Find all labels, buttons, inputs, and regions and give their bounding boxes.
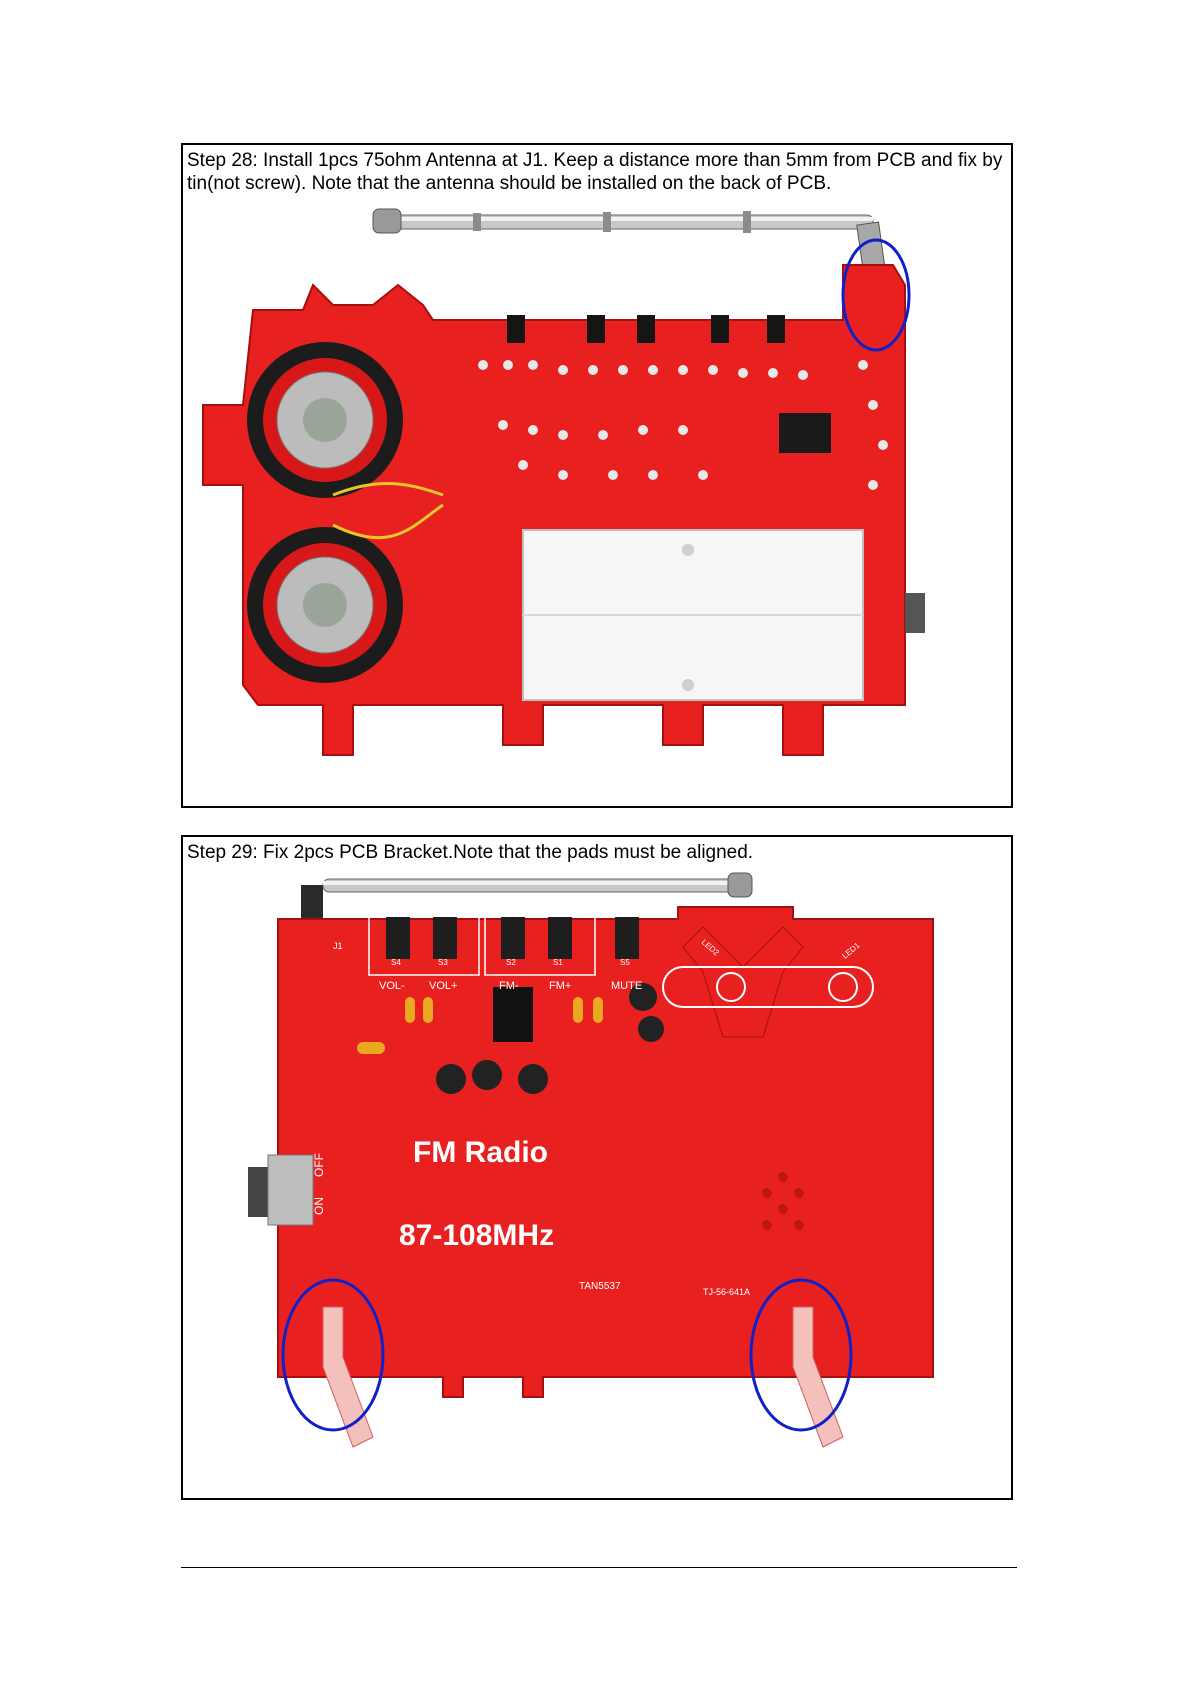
step-28-photo — [202, 208, 925, 756]
speaker-bottom — [247, 527, 403, 683]
solder-joints — [478, 360, 888, 490]
label-code1: TAN5537 — [579, 1281, 621, 1292]
bracket-right-highlight — [749, 1278, 853, 1432]
push-buttons-row — [507, 315, 785, 343]
label-s5: S5 — [620, 958, 630, 967]
board-title: FM Radio — [413, 1136, 548, 1169]
label-s1: S1 — [553, 958, 563, 967]
step-29-instruction: Step 29: Fix 2pcs PCB Bracket.Note that … — [187, 842, 754, 863]
step-28-instruction: Step 28: Install 1pcs 75ohm Antenna at J… — [187, 150, 1003, 194]
step-29-photo: FM Radio 87-108MHz VOL- VOL+ FM- FM+ MUT… — [248, 872, 934, 1448]
board-band: 87-108MHz — [399, 1219, 554, 1252]
label-vol-plus: VOL+ — [429, 980, 457, 992]
label-j1: J1 — [333, 941, 343, 951]
label-s3: S3 — [438, 958, 448, 967]
pcb-brackets — [322, 1306, 844, 1448]
speaker-wires — [332, 482, 444, 540]
dip-ic — [493, 987, 533, 1042]
side-switch — [905, 593, 925, 633]
bracket-left-highlight — [281, 1278, 385, 1432]
label-code2: TJ-56-641A — [703, 1287, 750, 1297]
speaker-top — [247, 342, 403, 498]
pcb-board — [277, 906, 934, 1398]
bracket-mount — [662, 966, 874, 1008]
label-mute: MUTE — [611, 980, 642, 992]
label-fm-minus: FM- — [499, 980, 519, 992]
label-fm-plus: FM+ — [549, 980, 571, 992]
step-29-panel: FM Radio 87-108MHz VOL- VOL+ FM- FM+ MUT… — [181, 835, 1013, 1500]
label-s4: S4 — [391, 958, 401, 967]
ic-chip — [779, 413, 831, 453]
button-silkscreen — [368, 914, 596, 976]
speaker-holes — [762, 1172, 804, 1230]
step-28-panel: Step 28: Install 1pcs 75ohm Antenna at J… — [181, 143, 1013, 808]
label-switch-off: OFF — [312, 1153, 326, 1177]
battery-holder — [522, 529, 864, 701]
pcb-horns — [682, 926, 804, 1038]
label-vol-minus: VOL- — [379, 980, 405, 992]
antenna-joint-highlight — [841, 238, 911, 352]
label-s2: S2 — [506, 958, 516, 967]
footer-rule — [181, 1567, 1017, 1568]
capacitors — [357, 983, 664, 1094]
push-buttons — [386, 917, 639, 959]
label-switch-on: ON — [312, 1197, 326, 1215]
